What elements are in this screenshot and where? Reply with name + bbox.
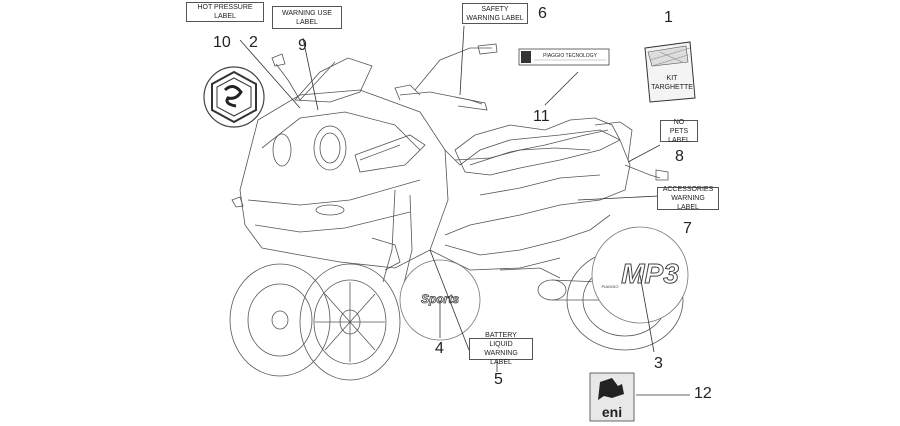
no-pets-line1: NO PETS (669, 118, 689, 135)
callout-10: 10 (213, 34, 231, 51)
callout-9: 9 (298, 37, 307, 54)
kit-bag-line2: TARGHETTE (651, 84, 693, 91)
callout-7: 7 (683, 220, 692, 237)
piaggio-technology-plate: PIAGGIO TECNOLOGY (518, 48, 610, 66)
callout-11: 11 (533, 108, 550, 125)
battery-liquid-line2: WARNING LABEL (484, 350, 518, 366)
kit-bag-line1: KIT (667, 75, 679, 82)
sports-decal-text: Sports (421, 292, 459, 306)
hot-pressure-label: HOT PRESSURE LABEL (186, 2, 264, 22)
battery-liquid-line1: BATTERY LIQUID (485, 332, 517, 348)
hot-pressure-line1: HOT PRESSURE (197, 4, 253, 11)
scooter-drawing (229, 43, 684, 381)
callout-8: 8 (675, 148, 684, 165)
leader-lines (239, 25, 690, 396)
safety-warning-line2: WARNING LABEL (466, 14, 524, 22)
mp3-decal-text: MP3 (621, 258, 679, 289)
eni-logo-text: eni (602, 404, 622, 420)
hot-pressure-badge (203, 66, 265, 128)
callout-5: 5 (494, 371, 503, 388)
piaggio-small-decal-text: PIAGGIO (602, 284, 619, 289)
safety-warning-label: SAFETY WARNING LABEL (462, 3, 528, 24)
callout-4: 4 (435, 340, 444, 357)
accessories-warning-line1: ACCESSORIES (662, 186, 714, 193)
warning-use-line2: LABEL (296, 18, 318, 26)
accessories-warning-label: ACCESSORIES WARNING LABEL (657, 186, 719, 211)
battery-liquid-label: BATTERY LIQUID WARNING LABEL (469, 332, 533, 366)
callout-2: 2 (249, 34, 258, 51)
safety-warning-line1: SAFETY (481, 5, 509, 13)
no-pets-label: NO PETS LABEL (660, 118, 698, 144)
callout-12: 12 (694, 385, 712, 402)
accessories-warning-line2: WARNING LABEL (671, 195, 705, 211)
callout-3: 3 (654, 355, 663, 372)
piaggio-technology-text: PIAGGIO TECNOLOGY (543, 53, 597, 59)
callout-6: 6 (538, 5, 547, 22)
callout-1: 1 (664, 9, 673, 26)
eni-logo-plate: eni (589, 372, 635, 422)
warning-use-label: WARNING USE LABEL (272, 6, 342, 29)
hot-pressure-line2: LABEL (214, 13, 236, 20)
warning-use-line1: WARNING USE (282, 9, 332, 17)
kit-targhette-bag: KIT TARGHETTE (644, 41, 696, 103)
no-pets-line2: LABEL (668, 136, 690, 144)
